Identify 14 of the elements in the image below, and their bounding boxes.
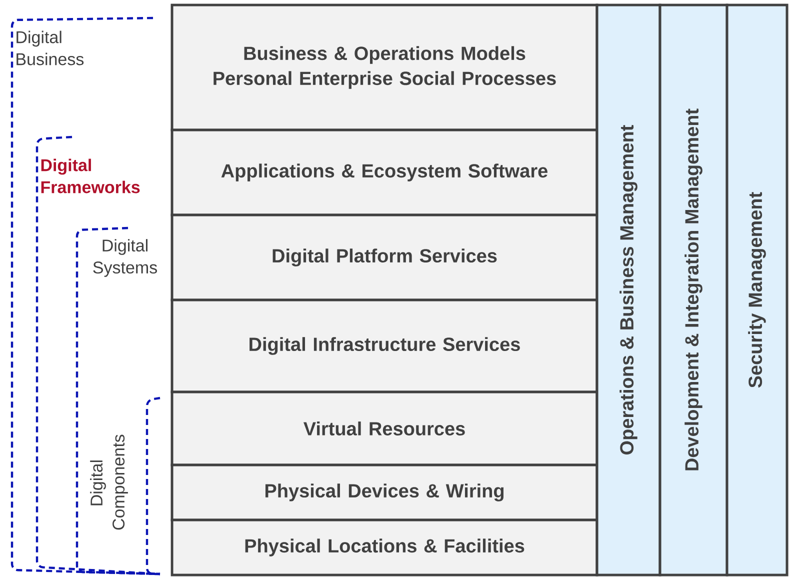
bracket-label: Digital Business [16,30,84,66]
layer-box: Physical Devices & Wiring [170,464,598,522]
layer-box: Business & Operations Models Personal Enterprise Social Processes [170,4,598,132]
bracket-label: Digital Frameworks [41,158,140,194]
management-column: Security Management [726,4,788,576]
layer-box: Digital Platform Services [170,214,598,302]
bracket-label: Digital Systems [93,239,157,277]
management-column: Operations & Business Management [596,4,662,576]
layer-box: Virtual Resources [170,390,598,466]
layer-box: Digital Infrastructure Services [170,298,598,394]
layer-box: Physical Locations & Facilities [170,518,598,576]
management-column: Development & Integration Management [658,4,728,576]
layer-box: Applications & Ecosystem Software [170,128,598,216]
bracket-label: Digital Components [90,434,128,530]
